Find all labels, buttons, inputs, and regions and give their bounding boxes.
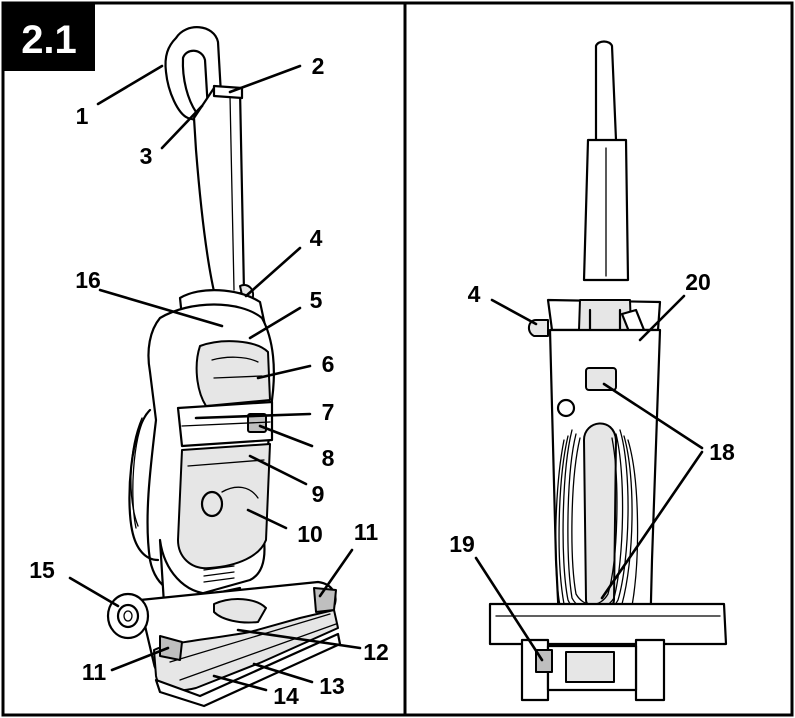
callout-14: 14 (273, 683, 299, 709)
callout-12: 12 (363, 639, 389, 665)
callout-15: 15 (29, 557, 55, 583)
callout-19: 19 (449, 531, 475, 557)
callout-4-back: 4 (468, 281, 481, 307)
callout-11-right: 11 (354, 519, 379, 545)
upper-cord-hook (585, 367, 617, 391)
callout-18: 18 (709, 439, 735, 465)
figure-label-badge: 2.1 (3, 3, 95, 71)
back-right-wheel (634, 638, 666, 702)
callout-13: 13 (319, 673, 345, 699)
figure-label: 2.1 (21, 18, 77, 62)
callout-6: 6 (322, 351, 335, 377)
callout-9: 9 (312, 481, 325, 507)
callout-16: 16 (75, 267, 101, 293)
foot-pedal (213, 598, 267, 624)
callout-5: 5 (310, 287, 323, 313)
callout-20: 20 (685, 269, 711, 295)
back-base (488, 602, 728, 646)
callout-7: 7 (322, 399, 335, 425)
dirty-water-tank (177, 443, 271, 570)
hose-coil (128, 408, 160, 562)
front-view-illustration (106, 26, 342, 708)
callout-labels: 1 2 3 4 16 5 6 7 8 9 10 11 15 12 11 13 1… (29, 53, 735, 709)
leader-lines (68, 64, 704, 692)
callout-4: 4 (310, 225, 323, 251)
wheel (106, 592, 150, 640)
callout-3: 3 (140, 143, 153, 169)
callout-10: 10 (297, 521, 323, 547)
callout-2: 2 (312, 53, 325, 79)
callout-11-left: 11 (82, 659, 107, 685)
callout-1: 1 (76, 103, 89, 129)
clean-water-tank (195, 340, 271, 407)
back-view-illustration (488, 40, 728, 702)
callout-8: 8 (322, 445, 335, 471)
